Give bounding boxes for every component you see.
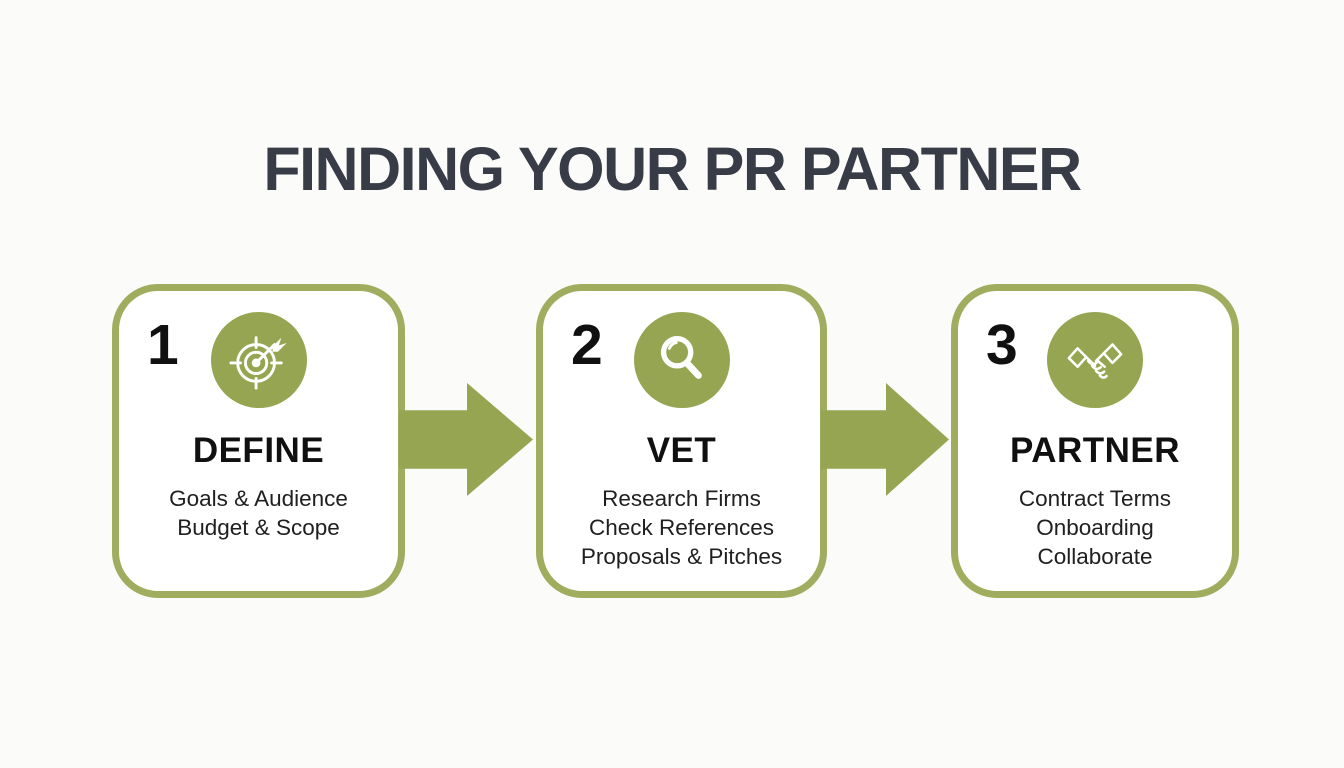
step-line: Goals & Audience bbox=[169, 486, 348, 511]
step-card-vet: 2 VET Research Firms Check References Pr… bbox=[536, 284, 827, 598]
magnifier-icon bbox=[633, 312, 730, 408]
step-title: PARTNER bbox=[1009, 431, 1181, 470]
arrow-right-icon bbox=[399, 383, 533, 496]
step-title: DEFINE bbox=[192, 431, 325, 470]
step-line: Budget & Scope bbox=[177, 515, 340, 540]
step-description: Contract Terms Onboarding Collaborate bbox=[958, 484, 1232, 571]
step-number: 1 bbox=[147, 313, 179, 377]
step-description: Goals & Audience Budget & Scope bbox=[119, 484, 398, 542]
step-line: Proposals & Pitches bbox=[580, 544, 783, 569]
step-line: Research Firms bbox=[602, 486, 761, 511]
step-title: VET bbox=[646, 431, 717, 470]
step-number: 3 bbox=[986, 313, 1018, 377]
step-line: Collaborate bbox=[1037, 544, 1153, 569]
arrow-right-icon bbox=[821, 383, 949, 496]
target-dart-icon bbox=[210, 312, 307, 408]
handshake-icon bbox=[1047, 312, 1143, 408]
step-card-partner: 3 PARTNER Contract Terms Onboarding bbox=[951, 284, 1239, 598]
page-title: FINDING YOUR PR PARTNER bbox=[263, 135, 1082, 203]
step-card-define: 1 DEFINE Goals & Audience bbox=[112, 284, 405, 598]
step-description: Research Firms Check References Proposal… bbox=[543, 484, 820, 571]
step-line: Contract Terms bbox=[1018, 486, 1172, 511]
step-line: Onboarding bbox=[1036, 515, 1154, 540]
step-line: Check References bbox=[588, 515, 775, 540]
step-number: 2 bbox=[571, 313, 603, 377]
